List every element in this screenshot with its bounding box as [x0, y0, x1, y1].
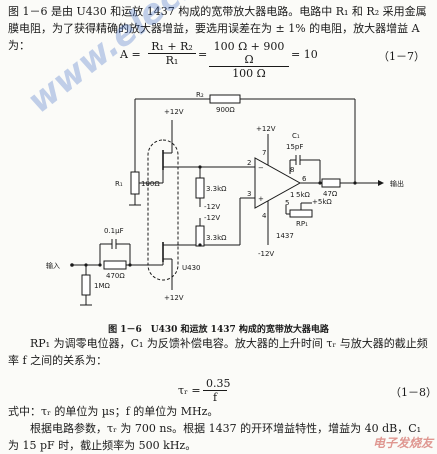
params-text: 根据电路参数，τᵣ 为 700 ns。根据 1437 的开环增益特性，增益为 4…: [8, 422, 422, 452]
eq2-lhs: τᵣ =: [178, 384, 201, 397]
eq2-number: （1－8）: [390, 386, 437, 399]
r3k3a-resistor: [195, 177, 205, 199]
output-label: 输出: [390, 179, 404, 188]
supply-bottom-label: +12V: [164, 294, 184, 302]
eq2-fraction: 0.35 f: [203, 377, 231, 404]
opamp-plus-sign: +: [258, 195, 264, 203]
eq1-lhs: A =: [120, 48, 141, 61]
eq1-equals: =: [198, 48, 208, 61]
r3k3b-label: 3.3kΩ: [206, 234, 227, 242]
eq1-frac2-numerator: 100 Ω + 900 Ω: [209, 40, 289, 67]
opamp-minus-sign: −: [258, 164, 264, 172]
supply-top-label: +12V: [164, 108, 184, 116]
node-input-a: [98, 263, 102, 267]
eq1-frac2-denominator: 100 Ω: [232, 67, 266, 80]
r1m-label: 1MΩ: [94, 282, 110, 290]
node-r3k3a: [198, 165, 202, 169]
u430-package: [147, 139, 179, 281]
pin-1: 1: [290, 191, 294, 199]
output-arrow: [378, 180, 384, 186]
eq1-result: = 10: [291, 48, 318, 61]
u430-label: U430: [182, 264, 200, 272]
rp1-resistor: [289, 209, 313, 218]
node-output: [318, 181, 322, 185]
pin-5: 5: [285, 199, 289, 207]
pin-2: 2: [247, 159, 251, 167]
eq1-frac1-numerator: R₁ + R₂: [148, 40, 196, 54]
r470-resistor: [103, 260, 127, 270]
r47-resistor: [321, 178, 341, 188]
minus12b-label: -12V: [204, 214, 220, 222]
r2-label: R₂: [196, 91, 204, 99]
node-feedback: [353, 181, 357, 185]
watermark-corner: 电子发烧友: [372, 436, 433, 450]
r470-label: 470Ω: [106, 272, 125, 280]
r1-resistor: [130, 171, 140, 195]
eq2-denominator: f: [212, 391, 218, 404]
r2-value: 900Ω: [216, 106, 235, 114]
opamp-vminus-label: -12V: [258, 250, 274, 258]
r2-resistor: [209, 94, 241, 104]
node-input-b: [128, 263, 132, 267]
eq1-number: （1－7）: [378, 50, 425, 63]
eq1-frac1-denominator: R₁: [165, 54, 179, 67]
cap-in-label: 0.1µF: [104, 227, 124, 235]
opamp-vplus-label: +12V: [256, 125, 276, 133]
opamp-1437: [254, 157, 302, 209]
r1-value: 100Ω: [141, 180, 160, 188]
r1-label: R₁: [115, 180, 123, 188]
rise-time-text: RP₁ 为调零电位器，C₁ 为反馈补偿电容。放大器的上升时间 τᵣ 与放大器的截…: [8, 337, 428, 367]
r1m-resistor: [81, 274, 91, 296]
input-label: 输入: [46, 261, 60, 270]
gain-equation: A = R₁ + R₂ R₁ = 100 Ω + 900 Ω 100 Ω = 1…: [0, 40, 437, 80]
wideband-amplifier-schematic: R₂ 900Ω R₁ 100Ω U430 +12V +12V 3.3kΩ -12…: [46, 91, 404, 306]
r47-label: 47Ω: [323, 190, 338, 198]
rise-time-paragraph: RP₁ 为调零电位器，C₁ 为反馈补偿电容。放大器的上升时间 τᵣ 与放大器的截…: [8, 335, 432, 369]
eq1-fraction-numeric: 100 Ω + 900 Ω 100 Ω: [209, 40, 289, 80]
minus12a-label: -12V: [204, 203, 220, 211]
pin-6: 6: [302, 175, 307, 183]
units-text: 式中：τᵣ 的单位为 µs；f 的单位为 MHz。: [8, 405, 219, 418]
figure-caption: 图 1－6 U430 和运放 1437 构成的宽带放大器电路: [108, 325, 329, 335]
node-r3k3b: [198, 243, 202, 247]
pot-value: 5kΩ: [296, 191, 311, 199]
input-terminal: [70, 263, 74, 267]
r3k3b-resistor: [195, 225, 205, 247]
c1-value: 15pF: [286, 143, 303, 151]
pot-label: RP₁: [296, 220, 308, 228]
pin-7: 7: [262, 149, 266, 157]
pin-4: 4: [262, 212, 267, 220]
pin-8: 8: [290, 166, 294, 174]
node-bias: [84, 263, 88, 267]
opamp-part-label: 1437: [276, 232, 294, 240]
intro-paragraph: 图 1－6 是由 U430 和运放 1437 构成的宽带放大器电路。电路中 R₁…: [8, 5, 427, 52]
plus5-label: +5kΩ: [312, 198, 332, 206]
pin-3: 3: [247, 190, 251, 198]
units-paragraph: 式中：τᵣ 的单位为 µs；f 的单位为 MHz。根据电路参数，τᵣ 为 700…: [8, 403, 432, 454]
r3k3a-label: 3.3kΩ: [206, 185, 227, 193]
eq2-numerator: 0.35: [203, 377, 231, 391]
rise-time-equation: τᵣ = 0.35 f （1－8）: [0, 377, 437, 405]
c1-label: C₁: [292, 132, 300, 140]
eq1-fraction-symbolic: R₁ + R₂ R₁: [148, 40, 196, 67]
